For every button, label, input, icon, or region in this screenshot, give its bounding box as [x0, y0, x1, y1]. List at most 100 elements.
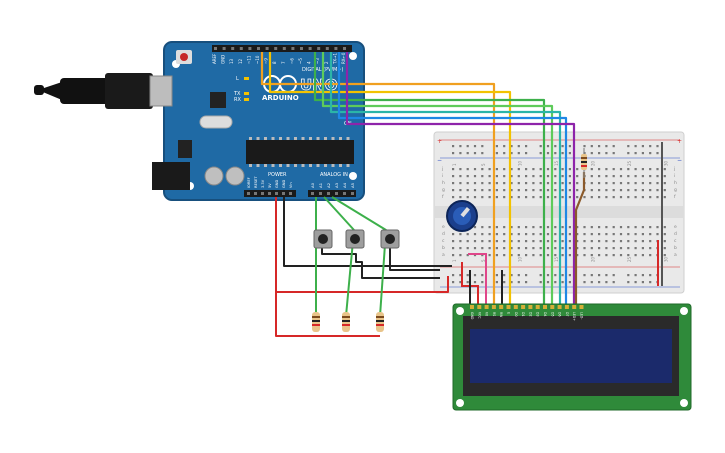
breadboard-hole: [554, 226, 557, 229]
arduino-brand-label: ARDUINO: [262, 94, 299, 102]
breadboard-hole: [473, 189, 477, 192]
button-wires: [275, 196, 452, 337]
digital-pin-label: RX←0: [341, 52, 346, 64]
breadboard-hole: [554, 254, 557, 257]
digital-pin-label: ~6: [289, 58, 294, 64]
header-hole: [289, 192, 292, 195]
breadboard-hole: [590, 233, 593, 236]
lcd-pin: [564, 305, 569, 309]
chip-pin: [264, 137, 267, 140]
breadboard-hole: [495, 281, 498, 284]
power-header-label: POWER: [268, 172, 287, 178]
breadboard-hole: [517, 189, 520, 192]
breadboard-hole: [525, 281, 528, 284]
chip-pin: [271, 137, 275, 140]
led-tx: [244, 92, 249, 95]
lcd-pin: [477, 305, 482, 309]
lcd-pin-label: RS: [492, 312, 496, 316]
breadboard-hole: [663, 168, 666, 171]
breadboard-hole: [649, 168, 652, 171]
chip-pin: [301, 164, 305, 167]
wire-green-1: [313, 52, 546, 306]
breadboard-hole: [634, 240, 637, 243]
breadboard-hole: [605, 274, 608, 277]
column-number: 20: [591, 160, 596, 166]
row-letter: f: [442, 194, 444, 200]
digital-pin-label: 13: [229, 58, 234, 64]
breadboard-hole: [510, 152, 513, 155]
breadboard-hole: [627, 226, 630, 229]
breadboard-hole: [627, 189, 630, 192]
header-hole: [325, 47, 329, 50]
reset-button-cap[interactable]: [180, 53, 188, 61]
breadboard-resistor: [581, 148, 587, 178]
breadboard-hole: [488, 182, 491, 185]
lcd-pin: [499, 305, 504, 309]
analog-pin-label: A5: [350, 182, 355, 188]
led-tx-label: TX: [233, 91, 241, 97]
mounting-hole: [456, 399, 464, 407]
breadboard-hole: [539, 168, 542, 171]
breadboard-hole: [539, 182, 542, 185]
push-button-1[interactable]: [313, 229, 333, 249]
header-hole: [300, 47, 303, 50]
breadboard-hole: [539, 152, 542, 155]
breadboard-hole: [598, 168, 601, 171]
breadboard-hole: [539, 240, 542, 243]
breadboard-hole: [517, 233, 520, 236]
breadboard-hole: [452, 254, 455, 257]
breadboard-hole: [539, 281, 542, 284]
wire-black-gnd-button3: [389, 246, 440, 271]
chip-pin: [294, 164, 297, 167]
digital-pin-label: GND: [221, 55, 226, 64]
breadboard-hole: [525, 152, 528, 155]
regulator: [178, 140, 192, 158]
breadboard-hole: [561, 196, 564, 199]
breadboard-hole: [495, 189, 498, 192]
breadboard-hole: [605, 182, 608, 185]
digital-pin-label: ~5: [298, 58, 303, 64]
breadboard-hole: [488, 168, 491, 171]
breadboard-hole: [459, 281, 462, 284]
row-letter: f: [674, 194, 676, 200]
lcd-pin-label: GND: [470, 312, 474, 320]
breadboard-hole: [649, 254, 652, 257]
breadboard-hole: [656, 168, 659, 171]
power-jack: [152, 162, 190, 190]
breadboard-hole: [605, 226, 608, 229]
analog-pin-label: A1: [318, 182, 323, 188]
breadboard-hole: [532, 247, 535, 250]
breadboard-hole: [466, 182, 469, 185]
breadboard-hole: [452, 233, 455, 236]
resistor-2: [342, 312, 350, 332]
potentiometer-knob[interactable]: [460, 207, 470, 218]
breadboard-hole: [590, 168, 593, 171]
breadboard-hole: [641, 189, 644, 192]
breadboard-hole: [466, 145, 469, 148]
lcd-pin-label: D0: [514, 312, 518, 316]
breadboard-hole: [605, 189, 608, 192]
breadboard-hole: [473, 247, 477, 250]
push-button-2[interactable]: [345, 229, 365, 249]
breadboard-hole: [627, 152, 630, 155]
chip-pin: [331, 137, 335, 140]
breadboard-hole: [634, 182, 637, 185]
breadboard-hole: [583, 281, 586, 284]
breadboard-hole: [503, 233, 506, 236]
breadboard-hole: [517, 168, 520, 171]
breadboard-hole: [612, 168, 615, 171]
header-hole: [261, 192, 264, 195]
lcd-pin: [513, 305, 518, 309]
breadboard-hole: [598, 175, 601, 178]
breadboard-hole: [663, 233, 666, 236]
row-letter: i: [674, 173, 675, 179]
breadboard-hole: [634, 189, 637, 192]
breadboard-hole: [663, 196, 666, 199]
power-pin-label: 5V: [268, 183, 272, 188]
push-button-3[interactable]: [380, 229, 400, 249]
breadboard-hole: [568, 274, 571, 277]
potentiometer[interactable]: [446, 200, 478, 232]
breadboard-hole: [481, 189, 484, 192]
breadboard-hole: [546, 182, 550, 185]
